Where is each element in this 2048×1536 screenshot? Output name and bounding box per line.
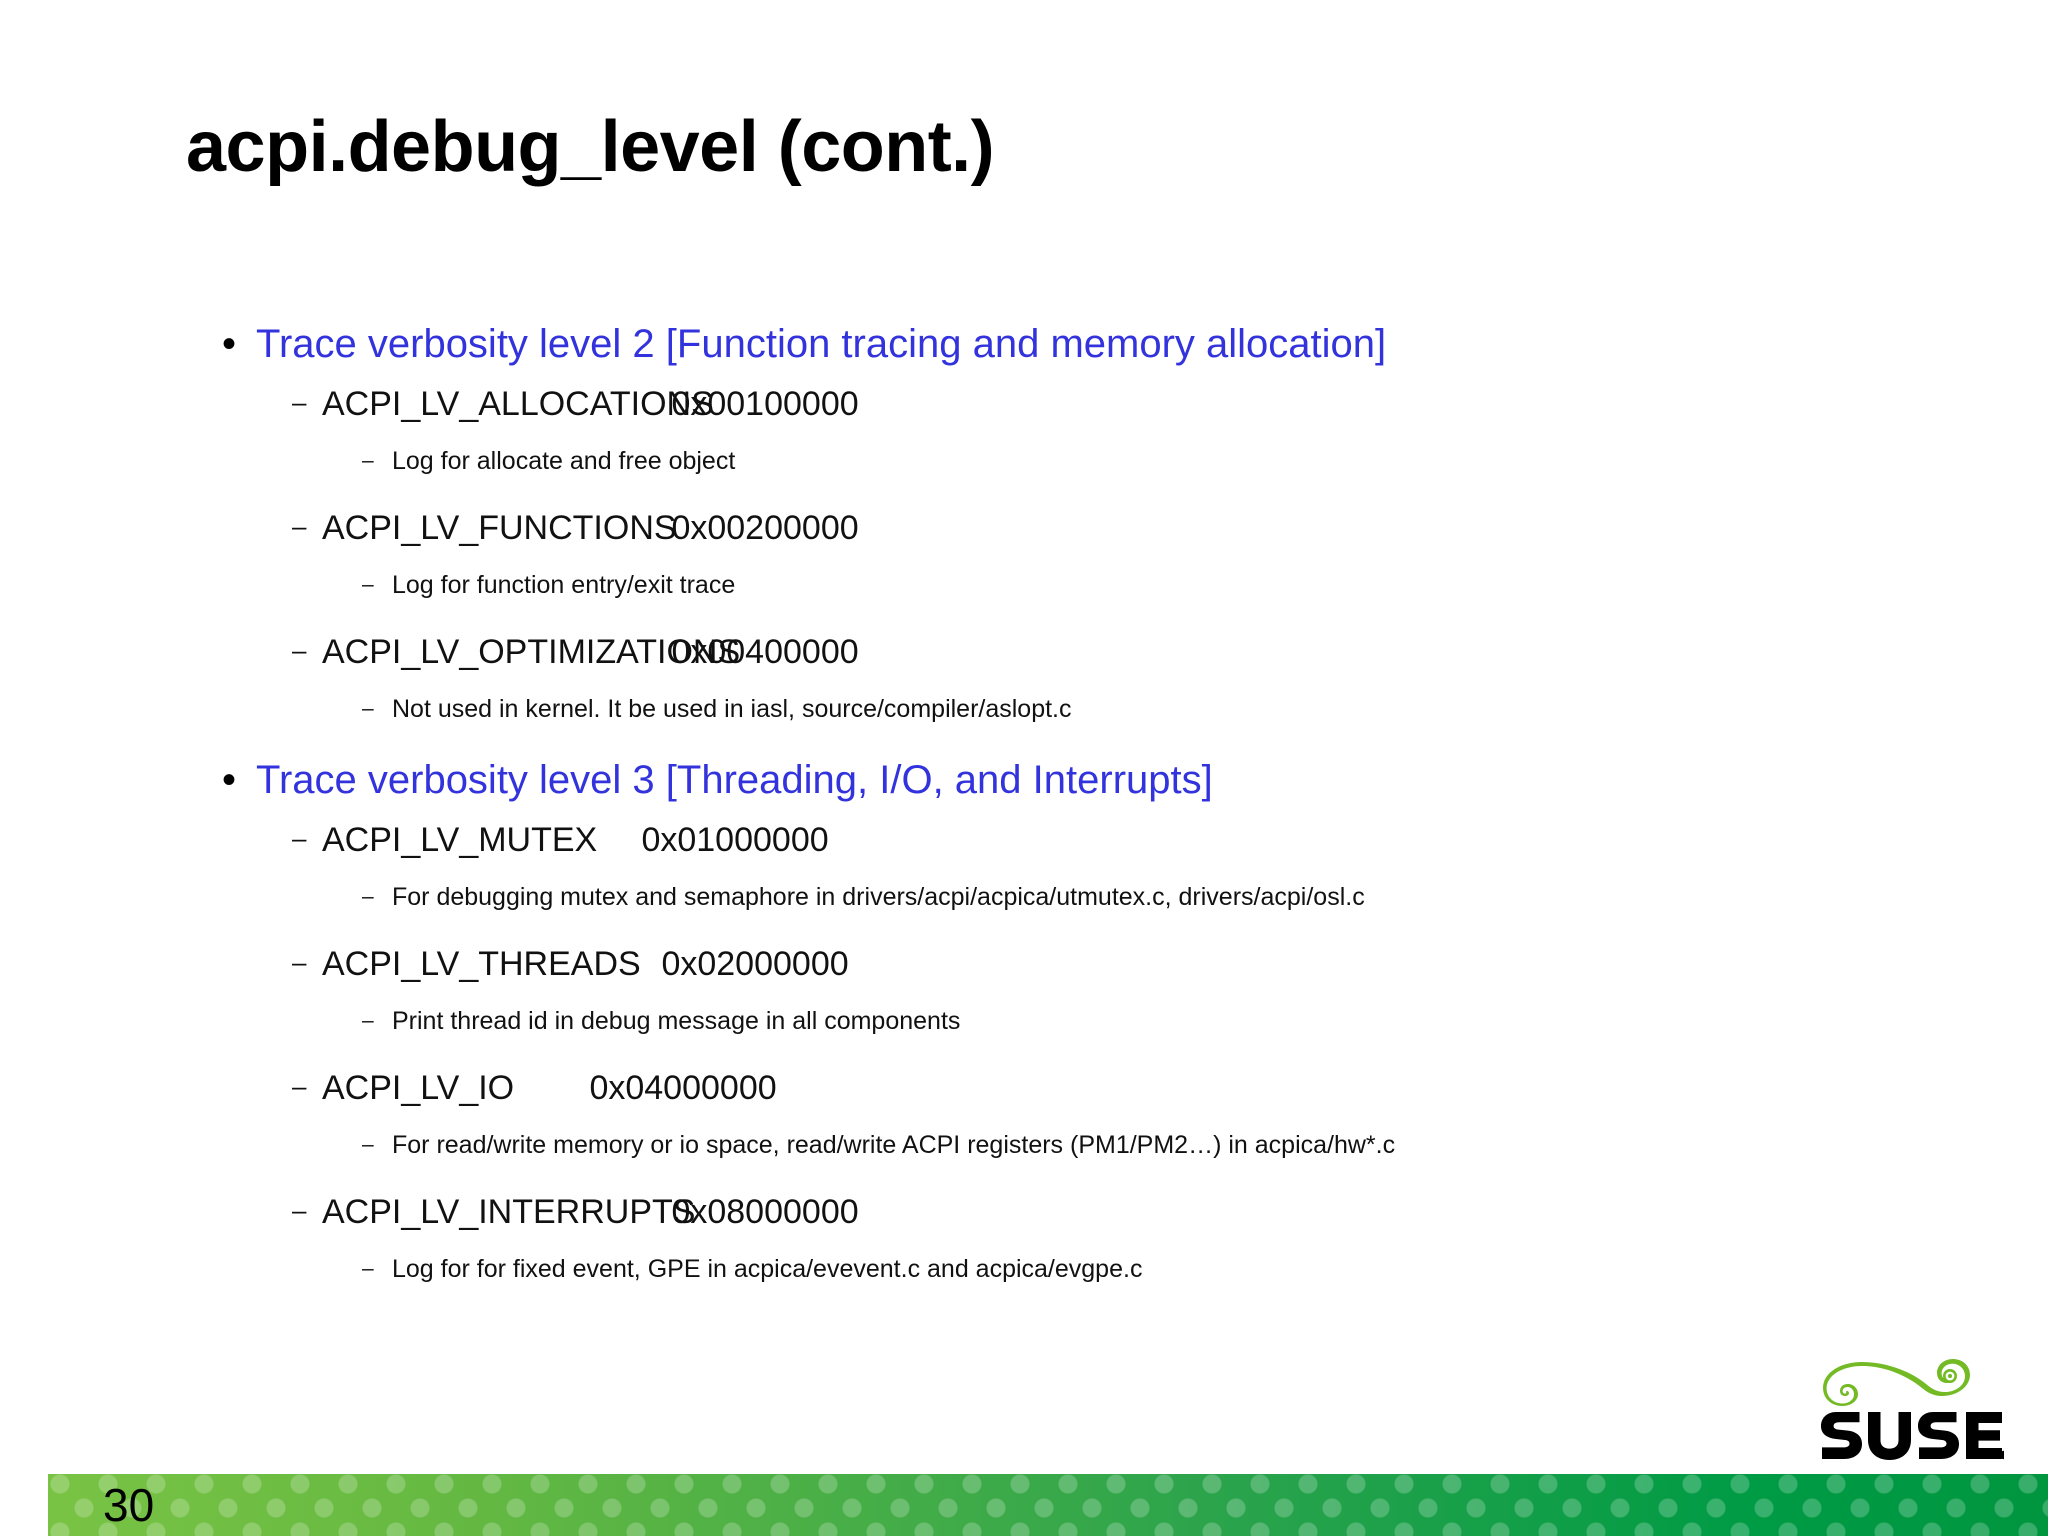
list-item-note: – Not used in kernel. It be used in iasl… <box>0 695 2048 758</box>
page-number: 30 <box>103 1479 155 1531</box>
suse-wordmark <box>1821 1412 2004 1460</box>
list-item: – ACPI_LV_IO 0x04000000 <box>0 1069 2048 1132</box>
chameleon-icon <box>1823 1359 1970 1406</box>
note-text: Not used in kernel. It be used in iasl, … <box>392 695 1072 723</box>
list-item-note: – Print thread id in debug message in al… <box>0 1007 2048 1070</box>
list-item-note: – For read/write memory or io space, rea… <box>0 1131 2048 1194</box>
dash-marker-icon: – <box>362 1133 374 1156</box>
constant-hex-value: 0x00400000 <box>671 633 859 671</box>
slide-body: • Trace verbosity level 2 [Function trac… <box>0 322 2048 1318</box>
constant-hex-value: 0x00100000 <box>671 385 859 423</box>
note-text: Log for allocate and free object <box>392 447 736 475</box>
bullet-dot-icon: • <box>222 322 237 366</box>
footer-bar: 30 <box>48 1474 2048 1536</box>
list-item-note: – Log for function entry/exit trace <box>0 571 2048 634</box>
bullet-dot-icon: • <box>222 758 237 802</box>
dash-marker-icon: – <box>362 1257 374 1280</box>
page-title: acpi.debug_level (cont.) <box>186 107 995 187</box>
note-text: Print thread id in debug message in all … <box>392 1007 961 1035</box>
note-text: For read/write memory or io space, read/… <box>392 1131 1396 1159</box>
constant-hex-value: 0x00200000 <box>671 509 859 547</box>
dash-marker-icon: – <box>362 449 374 472</box>
constant-name: ACPI_LV_THREADS <box>322 945 641 983</box>
list-item: – ACPI_LV_THREADS 0x02000000 <box>0 945 2048 1008</box>
list-item-note: – Log for for fixed event, GPE in acpica… <box>0 1255 2048 1318</box>
dash-marker-icon: – <box>292 947 307 977</box>
constant-hex-value: 0x02000000 <box>661 945 849 983</box>
constant-name: ACPI_LV_MUTEX <box>322 821 598 859</box>
constant-hex-value: 0x04000000 <box>589 1069 777 1107</box>
constant-name: ACPI_LV_INTERRUPTS <box>322 1193 696 1231</box>
dash-marker-icon: – <box>292 387 307 417</box>
dash-marker-icon: – <box>362 697 374 720</box>
constant-name: ACPI_LV_IO <box>322 1069 515 1107</box>
dash-marker-icon: – <box>292 823 307 853</box>
suse-logo <box>1818 1354 2004 1462</box>
list-item: – ACPI_LV_INTERRUPTS 0x08000000 <box>0 1193 2048 1256</box>
constant-name: ACPI_LV_ALLOCATIONS <box>322 385 714 423</box>
list-item-note: – Log for allocate and free object <box>0 447 2048 510</box>
list-item: – ACPI_LV_ALLOCATIONS 0x00100000 <box>0 385 2048 448</box>
constant-name: ACPI_LV_OPTIMIZATIONS <box>322 633 741 671</box>
section-heading-2: • Trace verbosity level 3 [Threading, I/… <box>0 758 2048 822</box>
dash-marker-icon: – <box>362 1009 374 1032</box>
section-heading-2-label: Trace verbosity level 3 [Threading, I/O,… <box>256 758 1213 802</box>
list-item-note: – For debugging mutex and semaphore in d… <box>0 883 2048 946</box>
list-item: – ACPI_LV_FUNCTIONS 0x00200000 <box>0 509 2048 572</box>
note-text: Log for for fixed event, GPE in acpica/e… <box>392 1255 1143 1283</box>
constant-hex-value: 0x08000000 <box>671 1193 859 1231</box>
note-text: For debugging mutex and semaphore in dri… <box>392 883 1365 911</box>
constant-hex-value: 0x01000000 <box>641 821 829 859</box>
dash-marker-icon: – <box>292 1071 307 1101</box>
dash-marker-icon: – <box>292 1195 307 1225</box>
dash-marker-icon: – <box>292 635 307 665</box>
dash-marker-icon: – <box>362 573 374 596</box>
constant-name: ACPI_LV_FUNCTIONS <box>322 509 677 547</box>
note-text: Log for function entry/exit trace <box>392 571 736 599</box>
dash-marker-icon: – <box>292 511 307 541</box>
list-item: – ACPI_LV_OPTIMIZATIONS 0x00400000 <box>0 633 2048 696</box>
section-heading-1-label: Trace verbosity level 2 [Function tracin… <box>256 322 1387 366</box>
list-item: – ACPI_LV_MUTEX 0x01000000 <box>0 821 2048 884</box>
dash-marker-icon: – <box>362 885 374 908</box>
section-heading-1: • Trace verbosity level 2 [Function trac… <box>0 322 2048 386</box>
